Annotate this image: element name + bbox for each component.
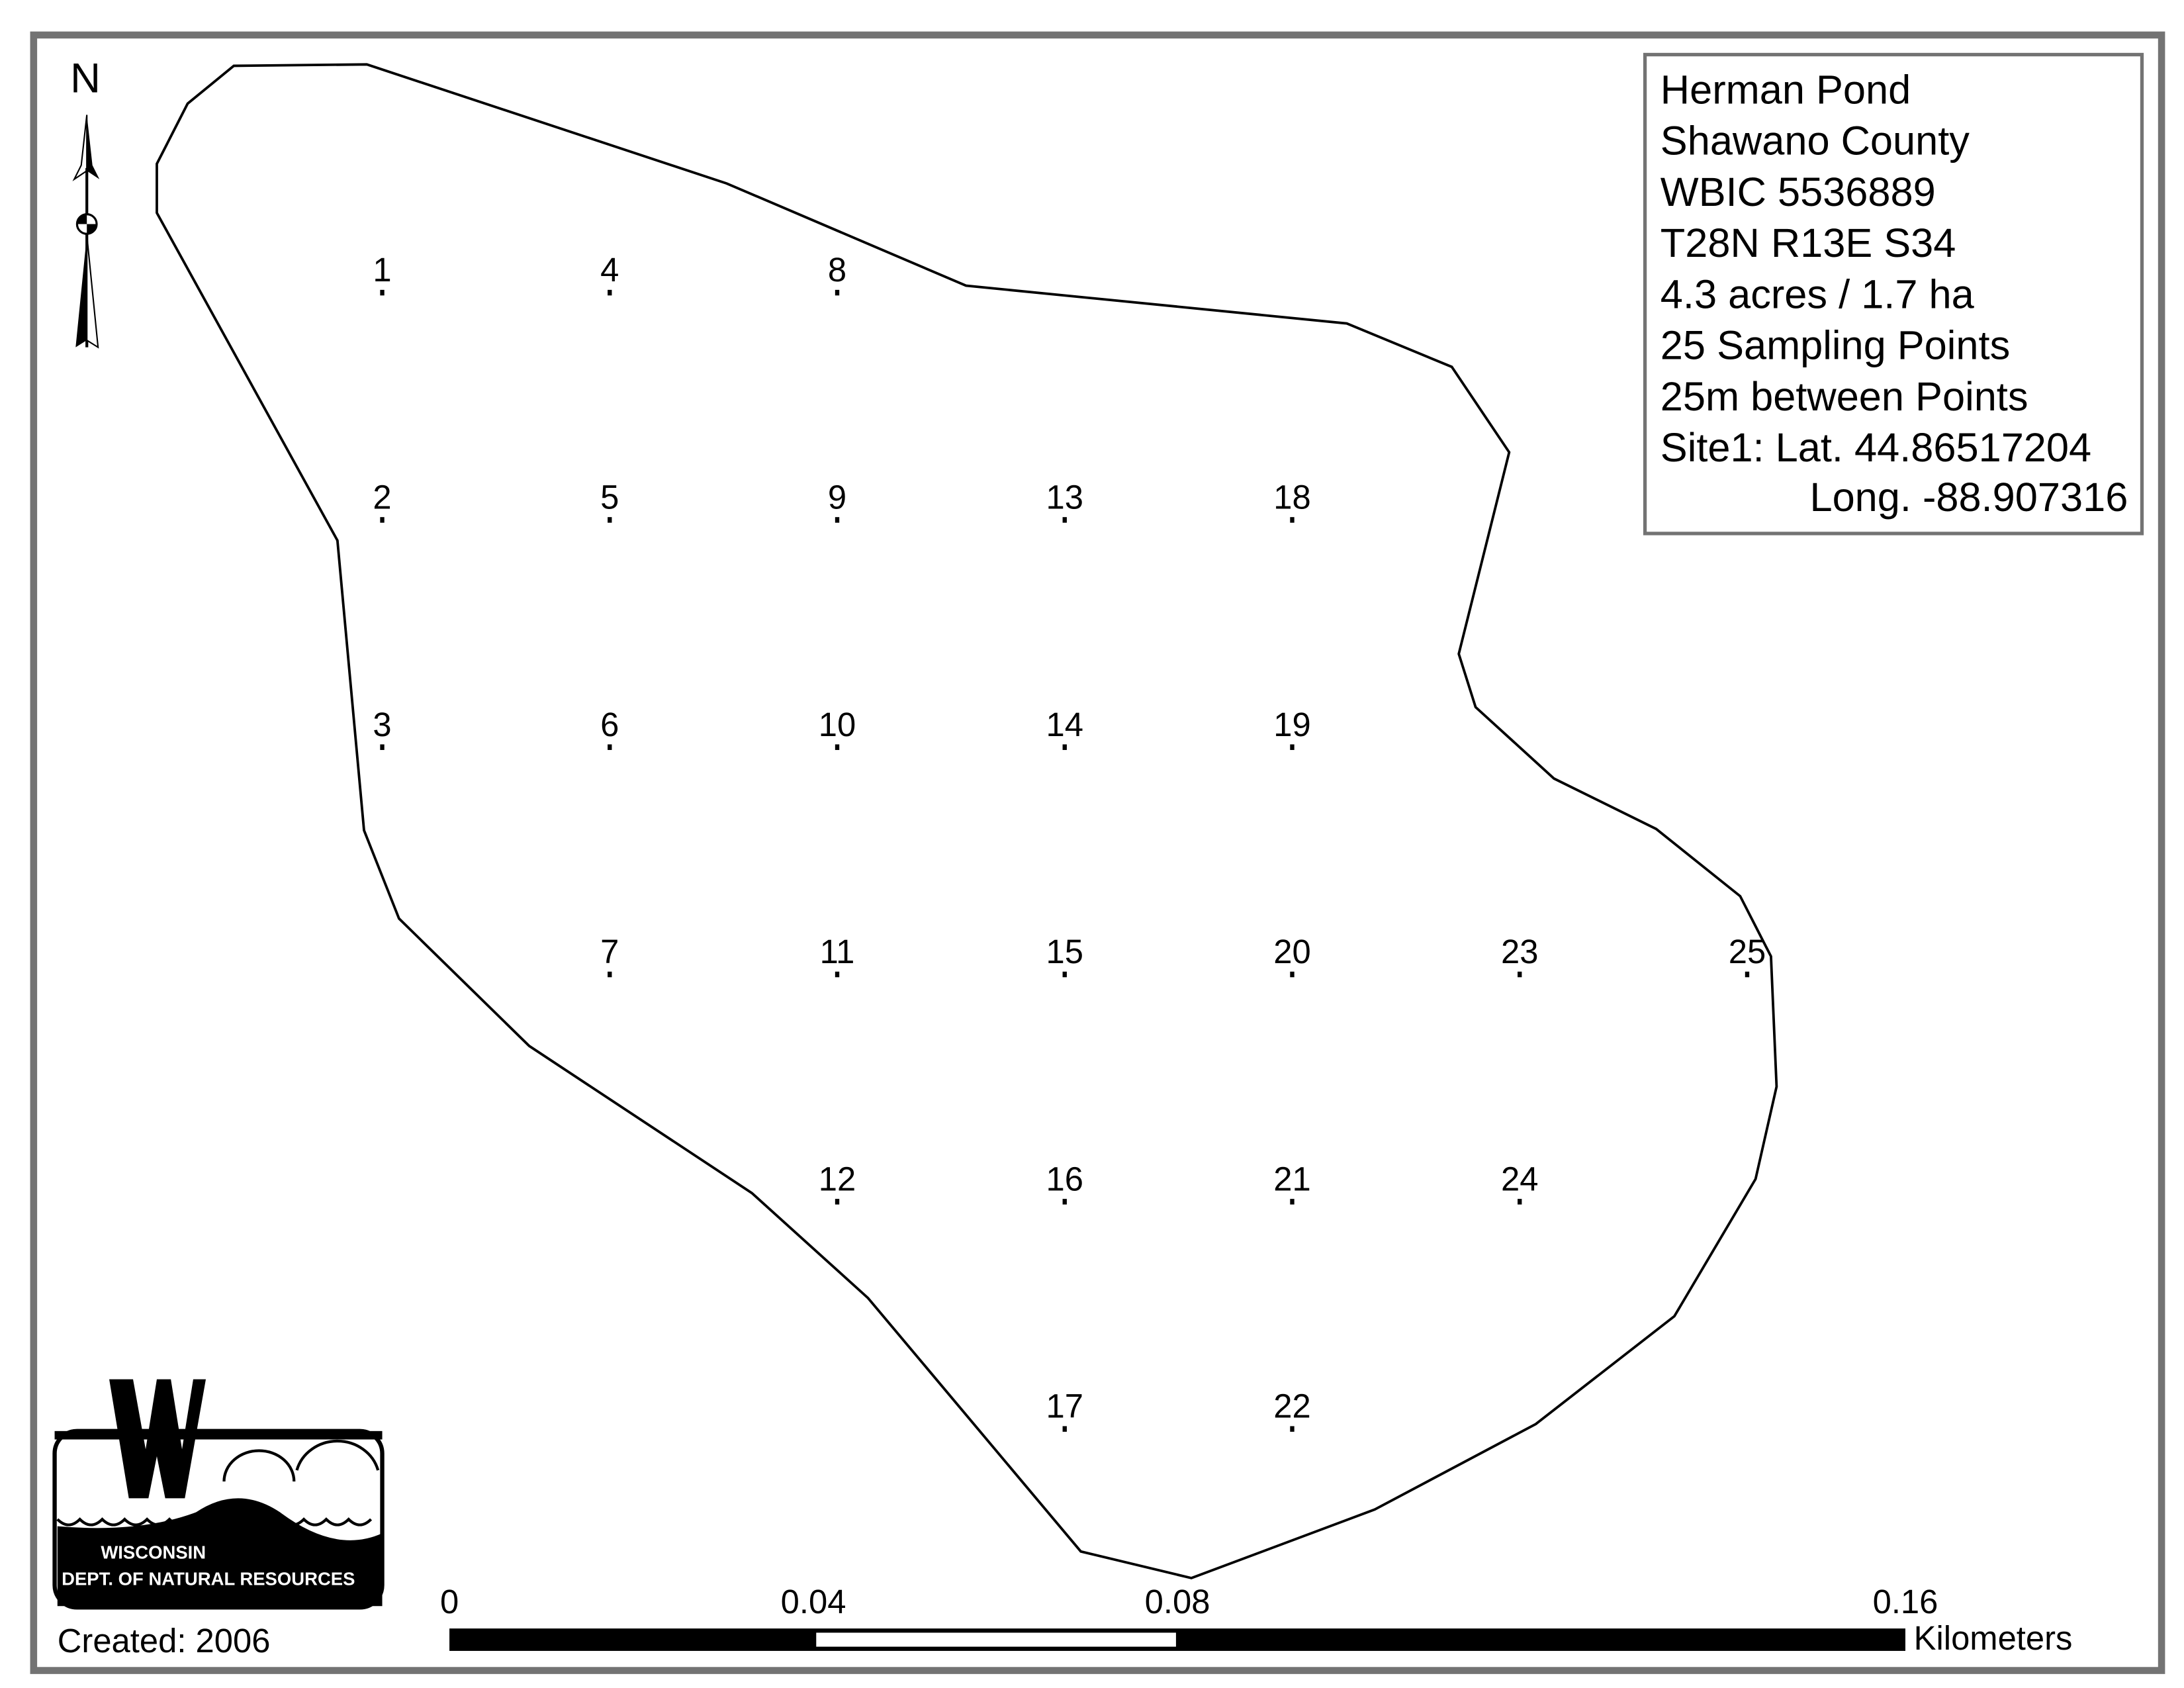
- sampling-point: 13: [1046, 478, 1083, 523]
- sampling-point-marker: [1062, 744, 1067, 750]
- sampling-point-label: 8: [828, 251, 846, 289]
- sampling-point: 22: [1273, 1387, 1311, 1432]
- sampling-point-marker: [380, 517, 385, 523]
- logo-text-wisconsin: WISCONSIN: [101, 1542, 206, 1562]
- sampling-point-label: 5: [600, 478, 619, 516]
- north-arrow-icon: N: [70, 56, 101, 349]
- sampling-point: 9: [828, 478, 846, 523]
- sampling-point-label: 7: [600, 933, 619, 970]
- scale-bar: 0 0.04 0.08 0.16 Kilometers: [440, 1583, 2072, 1657]
- sampling-point: 6: [600, 706, 619, 750]
- sampling-point-label: 19: [1273, 706, 1310, 743]
- legend-line: WBIC 5536889: [1661, 169, 1936, 214]
- sampling-point-marker: [1290, 517, 1295, 523]
- sampling-point-marker: [608, 517, 612, 523]
- sampling-point-marker: [835, 744, 840, 750]
- north-label: N: [70, 56, 101, 102]
- sampling-point-marker: [380, 744, 385, 750]
- legend-line: Herman Pond: [1661, 67, 1911, 113]
- legend-line: Site1: Lat. 44.86517204: [1661, 424, 2091, 470]
- sampling-point-label: 4: [600, 251, 619, 289]
- sampling-point-label: 6: [600, 706, 619, 743]
- sampling-point: 17: [1046, 1387, 1083, 1432]
- sampling-point: 5: [600, 478, 619, 523]
- sampling-point: 16: [1046, 1160, 1083, 1205]
- sampling-point: 21: [1273, 1160, 1311, 1205]
- sampling-point-label: 2: [373, 478, 391, 516]
- wdnr-logo: WISCONSIN DEPT. OF NATURAL RESOURCES: [52, 1379, 385, 1610]
- sampling-point-marker: [1290, 744, 1295, 750]
- scale-tick-3: 0.16: [1873, 1583, 1938, 1620]
- sampling-point-marker: [608, 971, 612, 978]
- sampling-point-label: 12: [819, 1160, 856, 1197]
- sampling-point-label: 9: [828, 478, 846, 516]
- legend-line: 4.3 acres / 1.7 ha: [1661, 271, 1975, 316]
- sampling-point-marker: [1062, 517, 1067, 523]
- sampling-point: 2: [373, 478, 392, 523]
- sampling-point-marker: [1062, 1426, 1067, 1432]
- sampling-point: 23: [1501, 933, 1538, 978]
- sampling-point-marker: [1062, 971, 1067, 978]
- sampling-point-marker: [608, 289, 612, 296]
- sampling-point: 20: [1273, 933, 1311, 978]
- sampling-point-label: 21: [1273, 1160, 1310, 1197]
- sampling-point: 12: [819, 1160, 856, 1205]
- sampling-point-label: 23: [1501, 933, 1538, 970]
- sampling-point-marker: [835, 971, 840, 978]
- sampling-point: 7: [600, 933, 619, 978]
- sampling-point-label: 1: [373, 251, 391, 289]
- sampling-point-label: 10: [819, 706, 856, 743]
- created-date: Created: 2006: [58, 1622, 271, 1660]
- sampling-point-label: 18: [1273, 478, 1310, 516]
- sampling-point: 15: [1046, 933, 1083, 978]
- sampling-point-label: 13: [1046, 478, 1083, 516]
- sampling-point-label: 11: [820, 933, 855, 970]
- sampling-point-marker: [1290, 1199, 1295, 1205]
- sampling-point: 25: [1729, 933, 1766, 978]
- sampling-point: 14: [1046, 706, 1083, 750]
- sampling-point: 10: [819, 706, 856, 750]
- legend-line: Shawano County: [1661, 118, 1970, 164]
- sampling-point-label: 20: [1273, 933, 1310, 970]
- legend-longitude: Long. -88.907316: [1809, 474, 2128, 520]
- sampling-point-marker: [835, 517, 840, 523]
- logo-text-dnr: DEPT. OF NATURAL RESOURCES: [62, 1569, 355, 1589]
- sampling-point: 18: [1273, 478, 1311, 523]
- sampling-point-label: 17: [1046, 1387, 1083, 1425]
- sampling-point-marker: [608, 744, 612, 750]
- sampling-point-marker: [835, 1199, 840, 1205]
- legend-line: 25m between Points: [1661, 373, 2028, 419]
- sampling-point-label: 16: [1046, 1160, 1083, 1197]
- sampling-point: 1: [373, 251, 392, 296]
- sampling-point-label: 15: [1046, 933, 1083, 970]
- sampling-point-marker: [380, 289, 385, 296]
- sampling-point-marker: [1518, 1199, 1522, 1205]
- sampling-point: 11: [820, 933, 855, 978]
- sampling-point-marker: [1290, 1426, 1295, 1432]
- sampling-point-label: 25: [1729, 933, 1766, 970]
- sampling-point-label: 3: [373, 706, 391, 743]
- scale-tick-1: 0.04: [781, 1583, 846, 1620]
- scale-tick-2: 0.08: [1145, 1583, 1210, 1620]
- sampling-point-marker: [1518, 971, 1522, 978]
- legend-line: T28N R13E S34: [1661, 220, 1956, 265]
- scale-tick-0: 0: [440, 1583, 459, 1620]
- sampling-point-marker: [1290, 971, 1295, 978]
- sampling-point-marker: [835, 289, 840, 296]
- sampling-point-label: 24: [1501, 1160, 1538, 1197]
- pond-shoreline: [156, 63, 1778, 1579]
- sampling-point: 3: [373, 706, 392, 750]
- sampling-point-label: 14: [1046, 706, 1083, 743]
- sampling-point: 8: [828, 251, 846, 296]
- sampling-point-label: 22: [1273, 1387, 1310, 1425]
- legend-line: 25 Sampling Points: [1661, 322, 2010, 368]
- sampling-point: 19: [1273, 706, 1311, 750]
- scale-unit: Kilometers: [1914, 1619, 2073, 1657]
- sampling-point-marker: [1062, 1199, 1067, 1205]
- sampling-point: 4: [600, 251, 619, 296]
- sampling-points: 1234567891011121314151617181920212223242…: [373, 251, 1766, 1432]
- sampling-point-marker: [1745, 971, 1750, 978]
- sampling-point: 24: [1501, 1160, 1538, 1205]
